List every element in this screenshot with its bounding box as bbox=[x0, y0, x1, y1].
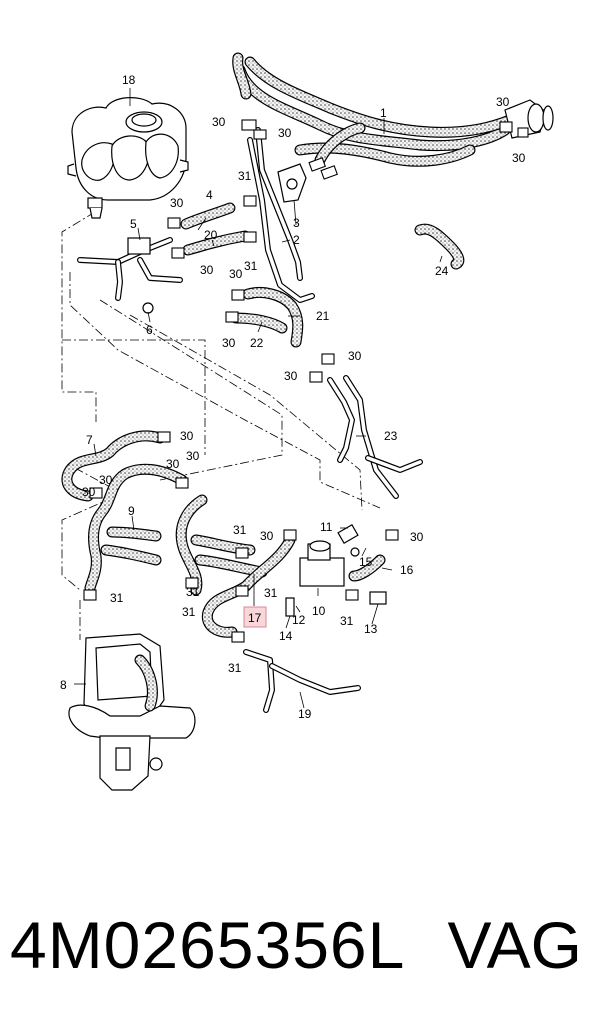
callout-24: 24 bbox=[435, 264, 449, 278]
valve-unit-10 bbox=[285, 523, 387, 617]
callout-30-a: 30 bbox=[212, 115, 226, 129]
callout-30-f: 30 bbox=[200, 263, 214, 277]
callout-30-l: 30 bbox=[166, 457, 180, 471]
callout-31-d: 31 bbox=[182, 605, 196, 619]
callout-30-q: 30 bbox=[82, 485, 96, 499]
part-17-highlight bbox=[243, 606, 267, 628]
clamps bbox=[83, 119, 529, 643]
callout-31-i: 31 bbox=[186, 585, 200, 599]
callout-31-c: 31 bbox=[110, 591, 124, 605]
callout-2: 2 bbox=[293, 233, 300, 247]
hose-assembly-1 bbox=[232, 52, 554, 180]
leader-lines bbox=[74, 88, 443, 709]
callout-30-g: 30 bbox=[229, 267, 243, 281]
callout-6: 6 bbox=[146, 323, 153, 337]
hose-17 bbox=[175, 494, 386, 638]
callout-7: 7 bbox=[86, 433, 93, 447]
callout-19: 19 bbox=[298, 707, 312, 721]
callout-31-e: 31 bbox=[233, 523, 247, 537]
callout-30-n: 30 bbox=[99, 473, 113, 487]
callout-30-m: 30 bbox=[186, 449, 200, 463]
callout-30-k: 30 bbox=[180, 429, 194, 443]
brand-label: VAG bbox=[447, 908, 582, 982]
callout-22: 22 bbox=[250, 336, 264, 350]
callout-30-b: 30 bbox=[278, 126, 292, 140]
pipe-2 bbox=[247, 127, 315, 303]
callout-12: 12 bbox=[292, 613, 306, 627]
callout-14: 14 bbox=[279, 629, 293, 643]
callout-15: 15 bbox=[359, 555, 373, 569]
callout-20: 20 bbox=[204, 228, 218, 242]
callout-30-c: 30 bbox=[496, 95, 510, 109]
expansion-tank bbox=[67, 97, 189, 219]
callout-23: 23 bbox=[384, 429, 398, 443]
pipe-19 bbox=[243, 649, 361, 713]
callout-16: 16 bbox=[400, 563, 414, 577]
callout-31-a: 31 bbox=[238, 169, 252, 183]
hose-24 bbox=[414, 223, 465, 270]
callout-31-f: 31 bbox=[264, 586, 278, 600]
callout-30-j: 30 bbox=[284, 369, 298, 383]
callout-5: 5 bbox=[130, 217, 137, 231]
pipe-junction-5 bbox=[77, 237, 183, 314]
callout-31-g: 31 bbox=[340, 614, 354, 628]
callout-10: 10 bbox=[312, 604, 326, 618]
callout-18: 18 bbox=[122, 73, 136, 87]
callout-3: 3 bbox=[293, 216, 300, 230]
callout-30-i: 30 bbox=[348, 349, 362, 363]
callout-labels: 1 2 3 4 5 6 7 8 9 10 11 12 13 14 15 16 1… bbox=[60, 73, 526, 721]
coolant-hose-exploded-diagram: 1 2 3 4 5 6 7 8 9 10 11 12 13 14 15 16 1… bbox=[60, 52, 554, 791]
callout-21: 21 bbox=[316, 309, 330, 323]
hoses-mid bbox=[180, 202, 304, 348]
product-footer: 4M0265356L VAG bbox=[0, 890, 600, 1000]
callout-30-h: 30 bbox=[222, 336, 236, 350]
part-number: 4M0265356L bbox=[10, 908, 406, 982]
callout-1: 1 bbox=[380, 106, 387, 120]
callout-30-p: 30 bbox=[410, 530, 424, 544]
hoses-lower-left bbox=[61, 430, 188, 594]
callout-8: 8 bbox=[60, 678, 67, 692]
callout-11: 11 bbox=[320, 520, 333, 534]
callout-30-o: 30 bbox=[260, 529, 274, 543]
heater-unit-8 bbox=[68, 633, 196, 791]
reference-lines bbox=[61, 211, 381, 640]
pipe-23 bbox=[327, 375, 423, 499]
callout-17: 17 bbox=[248, 611, 262, 625]
callout-4: 4 bbox=[206, 188, 213, 202]
callout-13: 13 bbox=[364, 622, 378, 636]
callout-9: 9 bbox=[128, 504, 135, 518]
callout-31-h: 31 bbox=[228, 661, 242, 675]
callout-30-d: 30 bbox=[512, 151, 526, 165]
callout-31-b: 31 bbox=[244, 259, 258, 273]
callout-30-e: 30 bbox=[170, 196, 184, 210]
